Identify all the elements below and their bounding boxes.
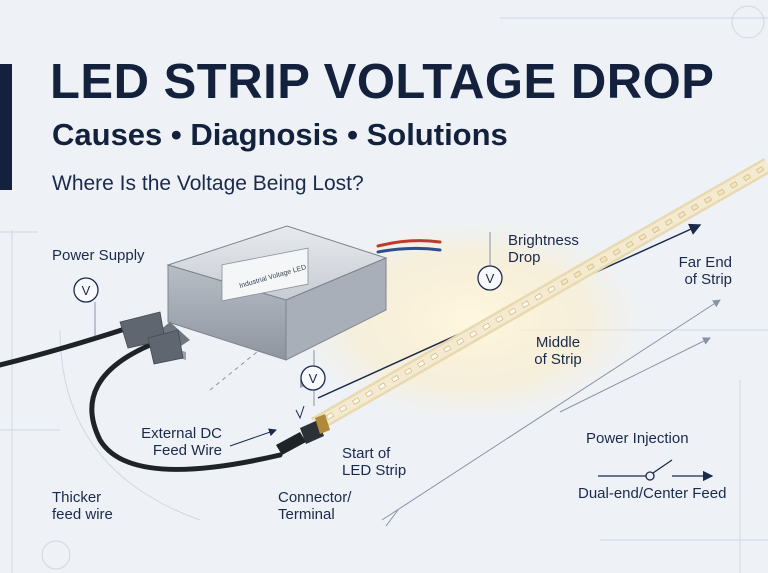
label-power-supply: Power Supply bbox=[52, 247, 145, 264]
led-chip bbox=[325, 412, 335, 420]
led-chip bbox=[599, 255, 608, 264]
psu-output-cables bbox=[376, 239, 442, 254]
power-supply-unit bbox=[119, 225, 388, 388]
led-chip bbox=[521, 300, 530, 308]
led-chips bbox=[325, 166, 765, 420]
led-chip bbox=[352, 397, 361, 405]
voltmeter-power-supply: V bbox=[73, 277, 99, 303]
led-chip bbox=[378, 382, 387, 390]
led-chip bbox=[560, 278, 569, 286]
led-chip bbox=[755, 166, 765, 174]
led-chip bbox=[338, 404, 348, 413]
svg-text:V: V bbox=[486, 271, 495, 286]
svg-text:V: V bbox=[82, 283, 91, 298]
page-subtitle: Causes • Diagnosis • Solutions bbox=[52, 117, 508, 152]
power-injection-switch bbox=[598, 459, 714, 482]
led-chip bbox=[456, 337, 465, 346]
svg-text:V: V bbox=[309, 371, 318, 386]
led-chip bbox=[586, 263, 595, 271]
led-chip bbox=[716, 188, 725, 197]
label-connector-terminal: Connector/ Terminal bbox=[278, 489, 352, 523]
label-brightness-drop: Brightness Drop bbox=[508, 232, 579, 266]
title-accent-bar bbox=[0, 64, 12, 190]
led-chip bbox=[430, 352, 439, 361]
led-chip bbox=[703, 196, 712, 204]
feed-wire bbox=[89, 342, 283, 472]
led-chip bbox=[638, 233, 647, 241]
led-chip bbox=[664, 218, 673, 226]
input-cable bbox=[0, 325, 131, 368]
label-power-injection: Power Injection bbox=[586, 430, 689, 447]
led-chip bbox=[495, 315, 504, 323]
label-external-dc: External DC Feed Wire bbox=[141, 425, 222, 459]
led-chip bbox=[469, 330, 478, 338]
label-thicker-feed-wire: Thicker feed wire bbox=[52, 489, 113, 523]
led-chip bbox=[482, 322, 491, 331]
led-chip bbox=[404, 367, 413, 375]
led-chip bbox=[729, 181, 738, 189]
led-chip bbox=[690, 203, 699, 211]
voltmeter-start: V bbox=[300, 365, 326, 391]
label-middle: Middle of Strip bbox=[534, 334, 582, 368]
pointer-lines bbox=[229, 405, 305, 447]
led-chip bbox=[625, 240, 634, 249]
led-chip bbox=[365, 389, 374, 398]
label-dual-end-center-feed: Dual-end/Center Feed bbox=[578, 485, 727, 502]
led-chip bbox=[742, 173, 752, 182]
led-chip bbox=[391, 375, 400, 383]
led-chip bbox=[677, 211, 686, 219]
page-question: Where Is the Voltage Being Lost? bbox=[52, 172, 364, 195]
page-title: LED STRIP VOLTAGE DROP bbox=[50, 55, 715, 109]
led-chip bbox=[443, 345, 452, 353]
led-chip bbox=[534, 293, 543, 301]
led-chip bbox=[573, 270, 582, 279]
voltmeter-brightness: V bbox=[477, 265, 503, 291]
label-far-end: Far End of Strip bbox=[678, 254, 732, 288]
label-start-of-strip: Start of LED Strip bbox=[342, 445, 407, 479]
strip-connector bbox=[276, 414, 330, 455]
led-chip bbox=[651, 225, 660, 234]
led-chip bbox=[417, 360, 426, 368]
led-chip bbox=[612, 248, 621, 256]
led-chip bbox=[547, 285, 556, 293]
led-chip bbox=[508, 307, 517, 316]
